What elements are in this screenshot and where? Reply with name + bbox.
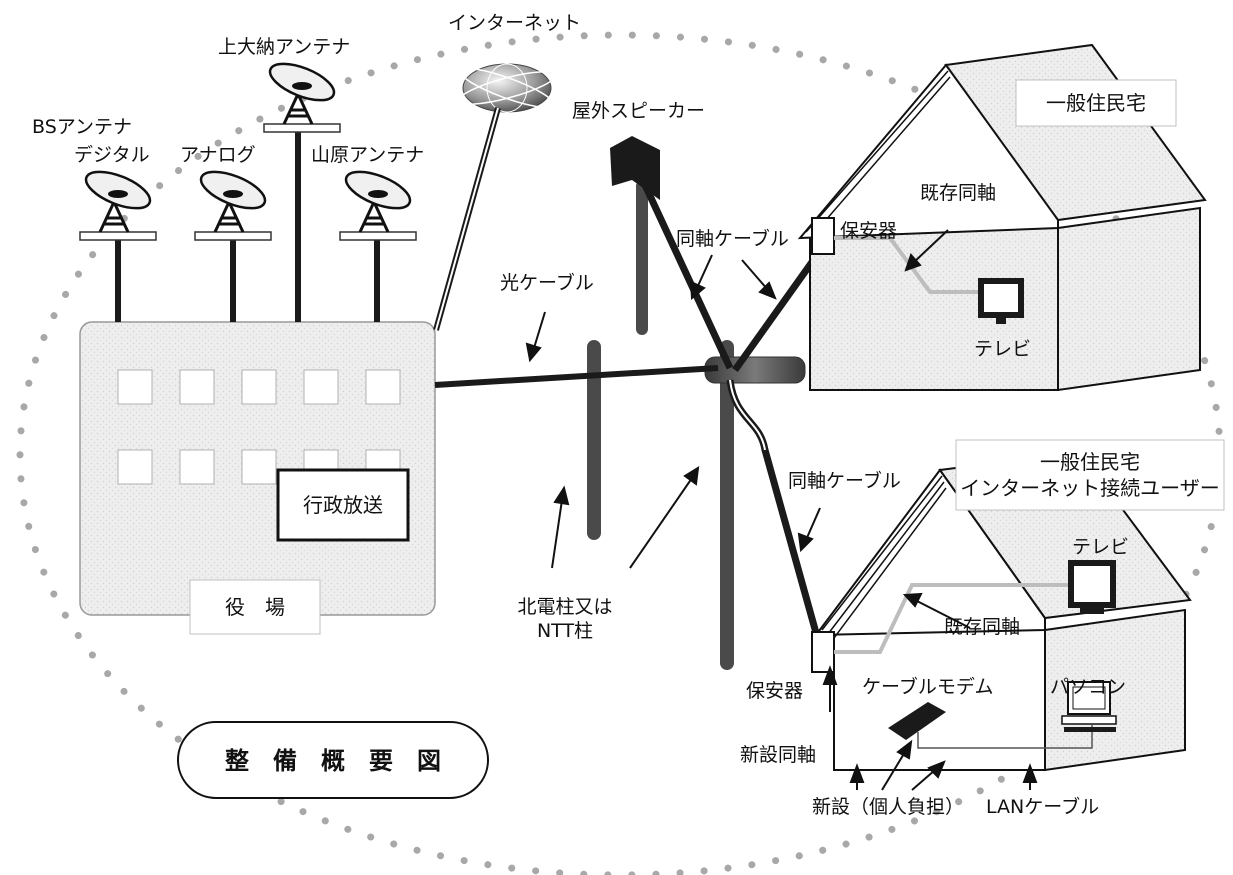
new-coax-label: 新設同軸 xyxy=(740,744,817,766)
dish-icon xyxy=(263,62,341,133)
house2-coax-line xyxy=(726,379,822,641)
gyosei-hoso-label: 行政放送 xyxy=(303,493,383,517)
antenna-masts xyxy=(115,130,380,322)
protector-box xyxy=(811,217,835,255)
pole-label-line1: 北電柱又は xyxy=(517,596,613,618)
existing-coax-label-2: 既存同軸 xyxy=(944,616,1021,638)
dish-icon xyxy=(339,170,417,241)
digital-label: デジタル xyxy=(74,144,150,166)
new-personal-label: 新設（個人負担） xyxy=(812,796,965,818)
gyosei-hoso-box xyxy=(276,468,410,542)
speaker-coax-line xyxy=(641,183,734,370)
pole-label-line2: NTT柱 xyxy=(536,620,594,642)
protector-label-1: 保安器 xyxy=(840,220,898,242)
utility-pole-gray xyxy=(636,180,648,335)
cable-modem-icon xyxy=(888,702,946,740)
coax-cable-top-label: 同軸ケーブル xyxy=(676,228,789,250)
town-hall-label: 役 場 xyxy=(225,595,285,619)
yamahara-antenna-label: 山原アンテナ xyxy=(311,144,425,166)
internet-globe-icon xyxy=(457,63,557,113)
lan-cable-label: LANケーブル xyxy=(986,796,1100,818)
bs-antenna-label: BSアンテナ xyxy=(32,116,133,138)
existing-coax-line xyxy=(834,583,1070,654)
junction-box xyxy=(704,356,806,384)
outdoor-speaker-icon xyxy=(610,136,660,200)
optical-cable-label: 光ケーブル xyxy=(500,272,594,294)
overview-title: 整 備 概 要 図 xyxy=(225,747,441,775)
protector-box xyxy=(811,631,835,673)
house2-title-line1: 一般住民宅 xyxy=(1040,450,1140,474)
utility-pole-main xyxy=(720,340,734,670)
town-hall-label-box xyxy=(189,579,321,635)
town-hall-windows xyxy=(117,369,401,485)
overview-title-pill xyxy=(177,721,489,799)
house-1 xyxy=(797,43,1207,392)
pc-icon xyxy=(1061,681,1117,732)
outdoor-speaker-label: 屋外スピーカー xyxy=(572,100,706,122)
utility-pole-gray xyxy=(587,340,601,540)
house1-title: 一般住民宅 xyxy=(1046,91,1146,115)
internet-label: インターネット xyxy=(448,12,582,34)
tv-icon xyxy=(1068,560,1116,614)
tv-icon xyxy=(978,278,1024,324)
tv-label-2: テレビ xyxy=(1072,536,1130,558)
house2-title-box xyxy=(955,439,1225,511)
dish-icon xyxy=(79,170,157,241)
tv-label-1: テレビ xyxy=(974,338,1032,360)
existing-coax-label-1: 既存同軸 xyxy=(920,182,997,204)
house1-coax-line xyxy=(732,245,825,373)
pc-label: パソコン xyxy=(1050,676,1127,698)
kamiono-antenna-label: 上大納アンテナ xyxy=(218,36,351,58)
cable-modem-label: ケーブルモデム xyxy=(862,676,994,698)
dish-icon xyxy=(194,170,272,241)
coax-cable-bottom-label: 同軸ケーブル xyxy=(788,470,901,492)
arrows xyxy=(525,229,1038,791)
house2-title-line2: インターネット接続ユーザー xyxy=(960,476,1220,500)
lan-cable-line xyxy=(917,725,1093,749)
optical-cable-line xyxy=(434,365,719,388)
protector-label-2: 保安器 xyxy=(746,680,804,702)
house1-title-box xyxy=(1015,79,1177,127)
analog-label: アナログ xyxy=(180,144,256,166)
